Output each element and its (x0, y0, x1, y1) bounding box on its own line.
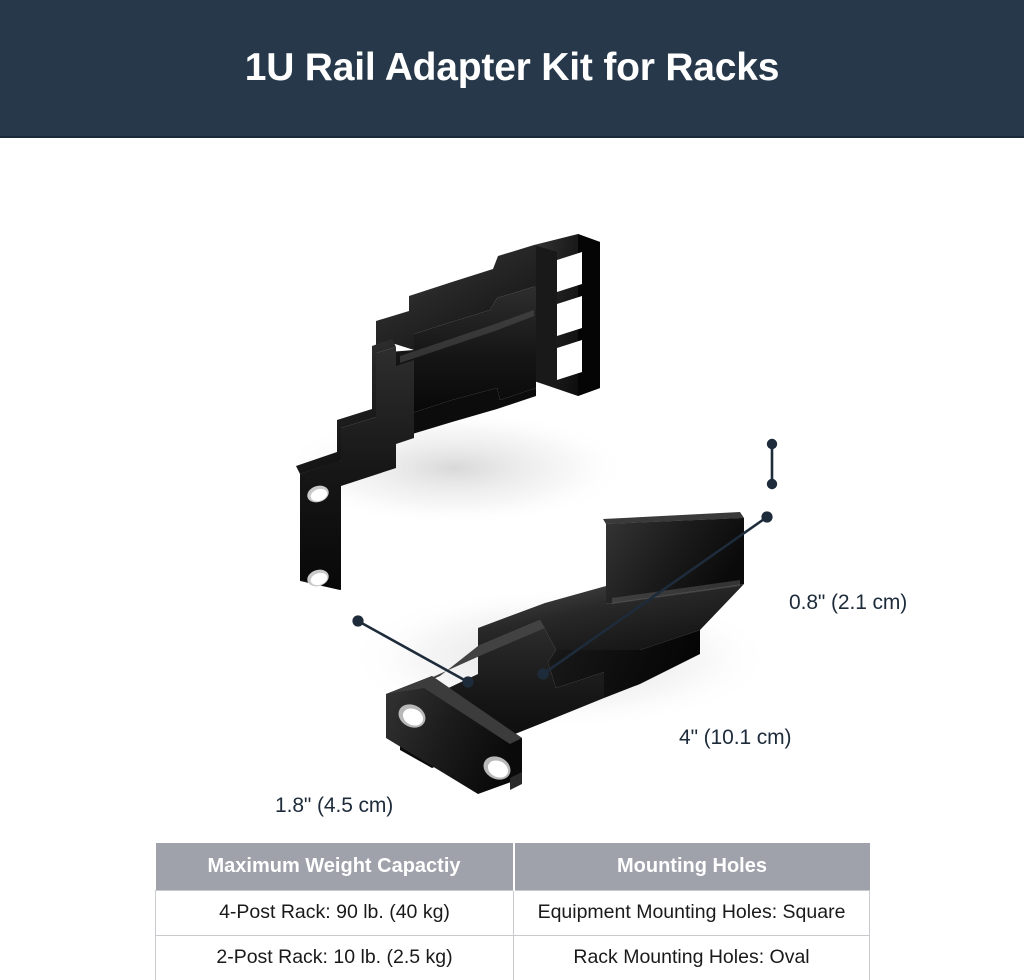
lower-bracket-highlight (612, 580, 740, 604)
upper-bracket-web-face (376, 286, 536, 414)
page-title: 1U Rail Adapter Kit for Racks (244, 46, 780, 89)
dimension-length (537, 511, 773, 680)
spec-table-header-row: Maximum Weight Capactiy Mounting Holes (155, 843, 870, 891)
upper-bracket-square-hole-3 (557, 340, 582, 380)
product-photo-svg (280, 234, 778, 794)
lower-bracket-shelf-top (478, 584, 744, 650)
upper-bracket-flange-return (534, 245, 557, 388)
lower-bracket-square-flange-top (603, 512, 744, 524)
product-illustration: 0.8" (2.1 cm) 4" (10.1 cm) 1.8" (4.5 cm) (0, 138, 1024, 828)
upper-bracket-square-flange-edge (578, 234, 600, 396)
page-header: 1U Rail Adapter Kit for Racks (0, 0, 1024, 138)
lower-bracket-oval-flange-bevel (386, 676, 522, 744)
lower-bracket-riser (606, 518, 744, 604)
upper-bracket (296, 234, 600, 590)
spec-table-head: Maximum Weight Capactiy Mounting Holes (155, 843, 870, 891)
spec-table: Maximum Weight Capactiy Mounting Holes 4… (155, 843, 870, 980)
upper-bracket-oval-hole-1-inner (310, 488, 328, 502)
upper-bracket-web-step (376, 388, 536, 445)
spec-table-header-weight-capacity: Maximum Weight Capactiy (155, 843, 515, 891)
upper-bracket-left-body (300, 347, 414, 590)
dimension-width (352, 615, 474, 688)
upper-bracket-square-hole-1 (557, 252, 582, 292)
upper-bracket-left-top-bevel (296, 339, 396, 474)
dimension-label-length: 4" (10.1 cm) (679, 726, 792, 749)
spec-cell-equipment-holes: Equipment Mounting Holes: Square (513, 889, 870, 936)
upper-bracket-highlight (400, 310, 534, 363)
dimension-lines (352, 438, 778, 688)
lower-bracket-oval-hole-1-inner (402, 708, 424, 726)
dimension-label-height: 0.8" (2.1 cm) (789, 591, 908, 614)
lower-bracket-arm-bevel (400, 620, 545, 710)
spec-cell-rack-holes: Rack Mounting Holes: Oval (513, 934, 870, 980)
table-row: 4-Post Rack: 90 lb. (40 kg) Equipment Mo… (155, 889, 870, 936)
lower-bracket-oval-hole-2-inner (487, 760, 509, 778)
lower-bracket-web (548, 630, 700, 698)
spec-table-container: Maximum Weight Capactiy Mounting Holes 4… (155, 843, 870, 980)
lower-bracket-flange-tip (510, 772, 522, 790)
upper-bracket-square-hole-2 (557, 296, 582, 336)
spec-cell-4post-weight: 4-Post Rack: 90 lb. (40 kg) (155, 889, 514, 936)
upper-bracket-oval-hole-2-inner (310, 572, 328, 586)
upper-bracket-web-top (376, 245, 536, 353)
lower-bracket (386, 512, 752, 794)
spec-cell-2post-weight: 2-Post Rack: 10 lb. (2.5 kg) (155, 934, 514, 980)
dimension-label-width: 1.8" (4.5 cm) (275, 794, 394, 817)
spec-table-header-mounting-holes: Mounting Holes (513, 843, 870, 891)
table-row: 2-Post Rack: 10 lb. (2.5 kg) Rack Mounti… (155, 934, 870, 980)
spec-table-body: 4-Post Rack: 90 lb. (40 kg) Equipment Mo… (155, 889, 870, 980)
dimension-height (766, 438, 778, 490)
